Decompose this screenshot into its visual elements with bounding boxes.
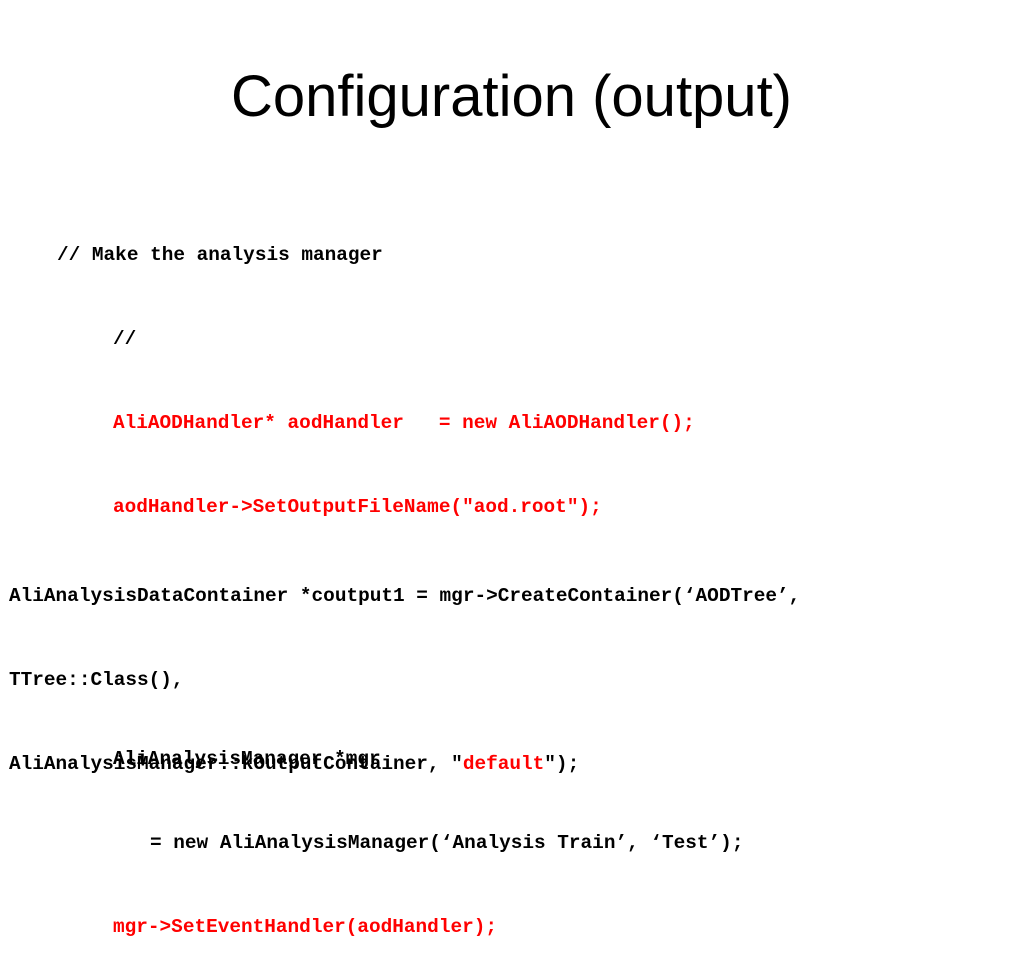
- code-output-container-prefix: AliAnalysisManager::kOutputContainer, ": [9, 753, 463, 775]
- code-output-container-suffix: ");: [544, 753, 580, 775]
- code-block-container: AliAnalysisDataContainer *coutput1 = mgr…: [9, 526, 800, 806]
- code-set-event-handler: mgr->SetEventHandler(aodHandler);: [113, 916, 497, 938]
- slide-title: Configuration (output): [231, 64, 792, 129]
- code-handler-declaration: AliAODHandler* aodHandler = new AliAODHa…: [113, 412, 695, 434]
- code-create-container: AliAnalysisDataContainer *coutput1 = mgr…: [9, 585, 801, 607]
- code-manager-new: = new AliAnalysisManager(‘Analysis Train…: [150, 832, 744, 854]
- code-ttree-class: TTree::Class(),: [9, 669, 184, 691]
- code-output-container-line: AliAnalysisManager::kOutputContainer, "d…: [9, 750, 800, 778]
- code-default-keyword: default: [462, 753, 545, 775]
- code-comment-make-manager: // Make the analysis manager: [57, 244, 383, 266]
- code-comment-empty: //: [113, 328, 137, 350]
- code-manager-declaration: AliAnalysisManager *mgr: [113, 748, 381, 770]
- code-set-output-filename: aodHandler->SetOutputFileName("aod.root"…: [113, 496, 602, 518]
